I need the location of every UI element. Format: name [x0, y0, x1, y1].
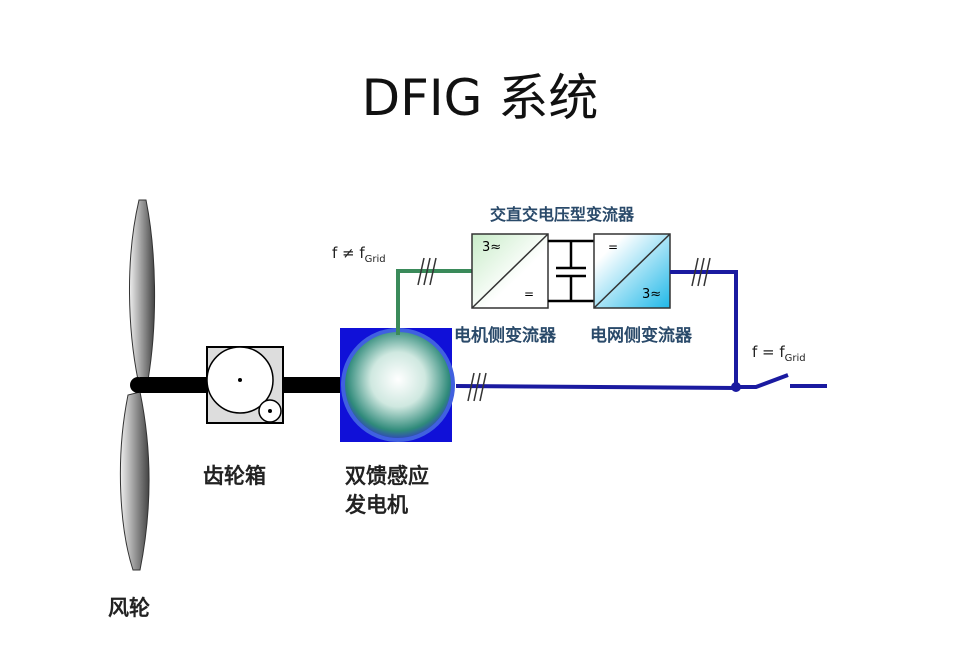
- generator-label-line1: 双馈感应: [345, 464, 429, 488]
- rotor-frequency-label: f ≠ fGrid: [332, 244, 386, 265]
- dc-link-capacitor-icon: [548, 239, 594, 303]
- stator-line: [455, 384, 737, 390]
- blade-top: [129, 199, 156, 381]
- gsc-dc-symbol: =: [608, 240, 619, 254]
- machine-side-converter-label: 电机侧变流器: [454, 326, 556, 346]
- low-speed-shaft: [140, 377, 208, 393]
- msc-dc-symbol: =: [524, 287, 535, 301]
- msc-ac-symbol: 3≈: [482, 240, 502, 255]
- grid-side-line: [670, 270, 738, 387]
- rotor-connection-line: [396, 269, 472, 335]
- converter-title: 交直交电压型变流器: [490, 205, 635, 224]
- blade-bottom: [119, 391, 150, 571]
- generator-label-line2: 发电机: [345, 493, 408, 517]
- grid-side-converter-label: 电网侧变流器: [590, 326, 692, 346]
- grid-switch: [736, 373, 789, 389]
- high-speed-shaft: [282, 377, 352, 393]
- generator-icon: [340, 328, 455, 442]
- three-phase-mark-rotor: [417, 257, 437, 286]
- rotor-label: 风轮: [108, 596, 150, 620]
- gearbox-label: 齿轮箱: [203, 464, 266, 488]
- grid-frequency-label: f = fGrid: [752, 343, 806, 364]
- gsc-ac-symbol: 3≈: [642, 287, 662, 302]
- machine-side-converter-icon: [471, 233, 549, 309]
- three-phase-mark-stator: [467, 372, 487, 402]
- three-phase-mark-grid: [691, 257, 711, 287]
- grid-side-converter-icon: [593, 233, 671, 309]
- page-title: DFIG 系统: [361, 69, 599, 127]
- gearbox-icon: [206, 346, 284, 424]
